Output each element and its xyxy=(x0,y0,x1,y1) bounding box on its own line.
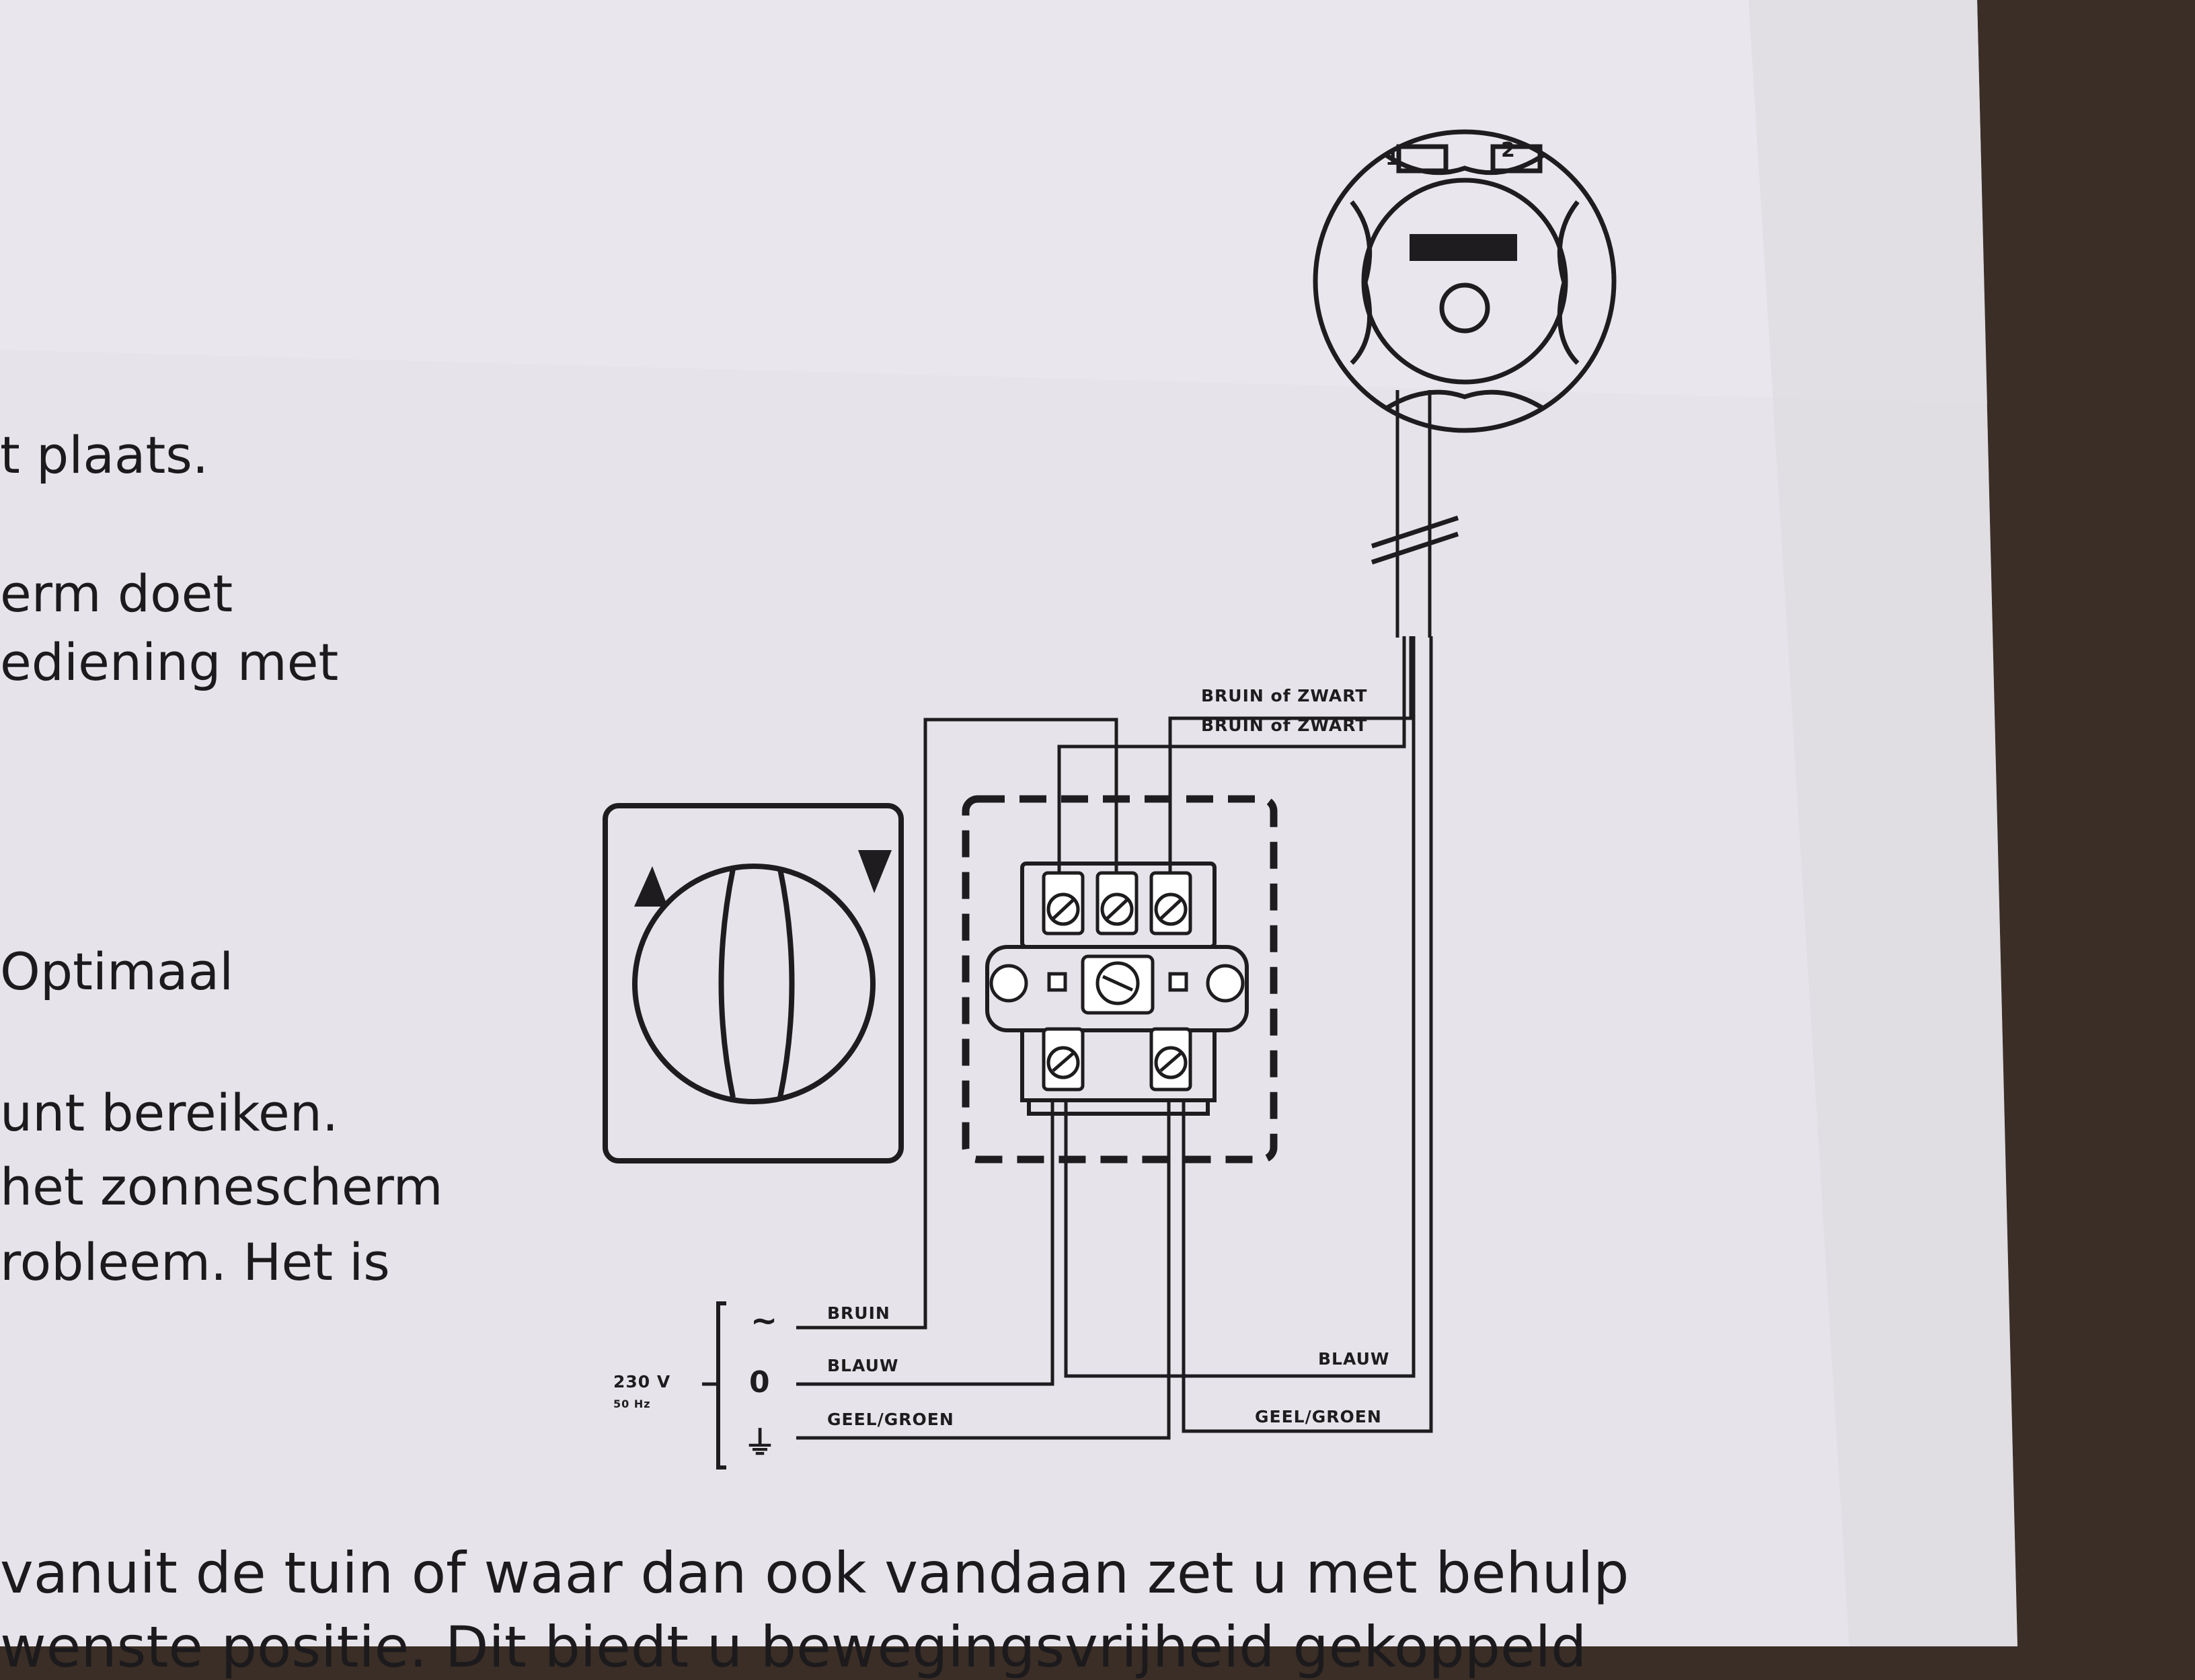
switch-faceplate xyxy=(603,803,904,1163)
left-text-line: Optimaal xyxy=(0,942,234,1001)
sun-sensor xyxy=(1313,129,1617,433)
return-label-geelgroen: GEEL/GROEN xyxy=(1255,1407,1382,1426)
wire-label-top-1: BRUIN of ZWART xyxy=(1201,686,1368,705)
voltage-label: 230 V xyxy=(613,1372,671,1391)
supply-label-geelgroen: GEEL/GROEN xyxy=(827,1410,954,1429)
wire-label-top-2: BRUIN of ZWART xyxy=(1201,716,1368,735)
neutral-symbol: 0 xyxy=(749,1365,771,1400)
up-arrow-icon xyxy=(634,866,668,907)
photo-scene xyxy=(0,0,2017,1646)
sensor-terminal-2: 2 xyxy=(1501,139,1516,162)
left-text-line: t plaats. xyxy=(0,425,209,485)
terminal-block xyxy=(985,862,1249,1116)
left-text-line: het zonnescherm xyxy=(0,1157,443,1217)
left-text-line: erm doet xyxy=(0,564,233,623)
terminal-screws xyxy=(989,871,1245,1092)
sensor-terminal-1: 1 xyxy=(1385,147,1400,170)
supply-label-blauw: BLAUW xyxy=(827,1356,899,1375)
return-label-blauw: BLAUW xyxy=(1318,1349,1390,1369)
paper-sheet xyxy=(0,0,2017,1646)
left-text-line: unt bereiken. xyxy=(0,1083,339,1143)
bottom-text-line: wenste positie. Dit biedt u bewegingsvri… xyxy=(0,1614,1587,1680)
left-text-line: robleem. Het is xyxy=(0,1232,390,1292)
switch-box-dashed xyxy=(962,795,1278,1163)
bottom-text-line: vanuit de tuin of waar dan ook vandaan z… xyxy=(0,1540,1629,1606)
phase-symbol: ~ xyxy=(750,1302,779,1340)
frequency-label: 50 Hz xyxy=(613,1398,651,1410)
left-text-line: ediening met xyxy=(0,632,339,692)
supply-label-bruin: BRUIN xyxy=(827,1303,890,1323)
earth-symbol: ⏚ xyxy=(744,1424,777,1462)
wiring xyxy=(796,390,1459,1440)
down-arrow-icon xyxy=(858,850,892,893)
sensor-window xyxy=(1410,234,1517,261)
